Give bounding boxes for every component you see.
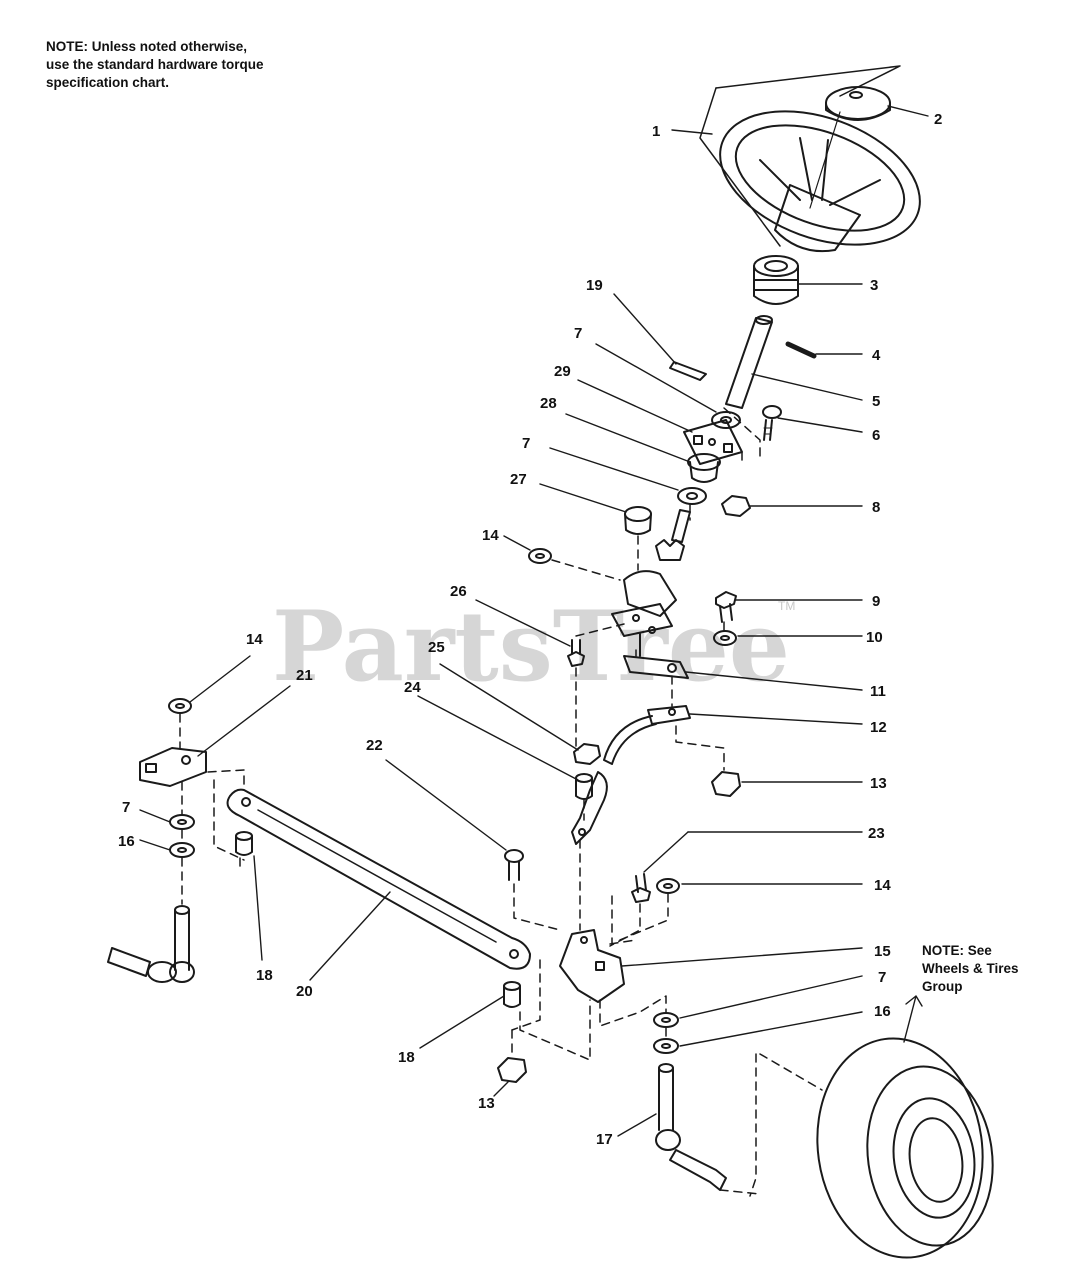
callout-labels: 1 2 3 4 5 6 7 8 9 10 11 12 13 14 15 16 1… xyxy=(118,111,942,1148)
callout-12: 12 xyxy=(870,719,887,736)
hardware-note-line: specification chart. xyxy=(46,75,170,90)
callout-29: 29 xyxy=(554,363,571,380)
callout-20: 20 xyxy=(296,983,313,1000)
callout-16-left: 16 xyxy=(118,833,135,850)
callout-17: 17 xyxy=(596,1131,613,1148)
lock-nut xyxy=(497,1057,527,1083)
callout-24: 24 xyxy=(404,679,421,696)
pinion-gear xyxy=(655,509,691,561)
callout-4: 4 xyxy=(872,347,881,364)
callout-22: 22 xyxy=(366,737,383,754)
lock-nut xyxy=(711,771,741,797)
steering-shaft xyxy=(725,315,773,409)
callout-25: 25 xyxy=(428,639,445,656)
cotter-pin xyxy=(669,361,707,381)
e-ring xyxy=(656,878,680,894)
leader-lines xyxy=(139,105,929,1137)
callout-18-lower: 18 xyxy=(398,1049,415,1066)
drag-link-end xyxy=(571,771,608,845)
bolt xyxy=(567,639,585,667)
column-bushing xyxy=(753,255,799,305)
washer-right xyxy=(653,1012,679,1054)
watermark: PartsTree TM xyxy=(272,590,795,703)
wheels-note-line: Wheels & Tires xyxy=(922,961,1019,976)
e-ring xyxy=(528,548,552,564)
lock-nut xyxy=(721,495,751,517)
watermark-tm: TM xyxy=(778,599,795,613)
axle-bracket xyxy=(559,929,625,1003)
hardware-note-line: NOTE: Unless noted otherwise, xyxy=(46,39,248,54)
wheels-note: NOTE: See Wheels & Tires Group xyxy=(922,942,1042,996)
callout-8: 8 xyxy=(872,499,880,516)
spindle-arm xyxy=(139,747,207,787)
steering-arm xyxy=(623,633,689,679)
watermark-text: PartsTree xyxy=(272,590,790,703)
bushing xyxy=(624,506,652,535)
callout-7-upper: 7 xyxy=(574,325,582,342)
callout-23: 23 xyxy=(868,825,885,842)
steering-wheel-cap xyxy=(809,86,891,209)
callout-1: 1 xyxy=(652,123,660,140)
callout-7-left: 7 xyxy=(122,799,130,816)
carriage-bolt xyxy=(762,405,782,441)
callout-14-right: 14 xyxy=(874,877,891,894)
callout-27: 27 xyxy=(510,471,527,488)
callout-2: 2 xyxy=(934,111,942,128)
callout-15: 15 xyxy=(874,943,891,960)
spindle-right xyxy=(655,1063,727,1191)
callout-26: 26 xyxy=(450,583,467,600)
callout-5: 5 xyxy=(872,393,880,410)
callout-21: 21 xyxy=(296,667,313,684)
callout-16-right: 16 xyxy=(874,1003,891,1020)
callout-19: 19 xyxy=(586,277,603,294)
drag-link xyxy=(603,705,691,765)
e-ring xyxy=(168,698,192,714)
hardware-note: NOTE: Unless noted otherwise, use the st… xyxy=(46,38,346,92)
callout-9: 9 xyxy=(872,593,880,610)
washer-lower xyxy=(677,487,707,505)
hex-bolt xyxy=(715,591,737,623)
screw xyxy=(631,873,651,903)
callout-18-left: 18 xyxy=(256,967,273,984)
callout-6: 6 xyxy=(872,427,880,444)
flange-bushing xyxy=(687,453,721,483)
spacer xyxy=(575,773,593,800)
callout-7-lower: 7 xyxy=(522,435,530,452)
bolt xyxy=(504,849,524,881)
spacer xyxy=(235,831,521,1008)
callout-13-upper: 13 xyxy=(870,775,887,792)
callout-28: 28 xyxy=(540,395,557,412)
wheels-note-line: Group xyxy=(922,979,963,994)
callout-13-lower: 13 xyxy=(478,1095,495,1112)
hardware-note-line: use the standard hardware torque xyxy=(46,57,264,72)
callout-14-upper: 14 xyxy=(482,527,499,544)
washer xyxy=(713,630,737,646)
assembly-lines xyxy=(179,407,823,1197)
tie-rod xyxy=(226,788,531,970)
callout-3: 3 xyxy=(870,277,878,294)
callout-11: 11 xyxy=(870,683,886,700)
washer-upper xyxy=(711,411,741,429)
roll-pin xyxy=(785,341,817,359)
callout-10: 10 xyxy=(866,629,883,646)
spindle-left xyxy=(107,905,195,983)
callout-14-left: 14 xyxy=(246,631,263,648)
steering-wheel xyxy=(699,65,921,253)
wheels-note-line: NOTE: See xyxy=(922,943,992,958)
wheel-tire xyxy=(816,1037,994,1259)
callout-7-right: 7 xyxy=(878,969,886,986)
sector-gear xyxy=(611,570,677,637)
lock-nut xyxy=(573,743,601,765)
